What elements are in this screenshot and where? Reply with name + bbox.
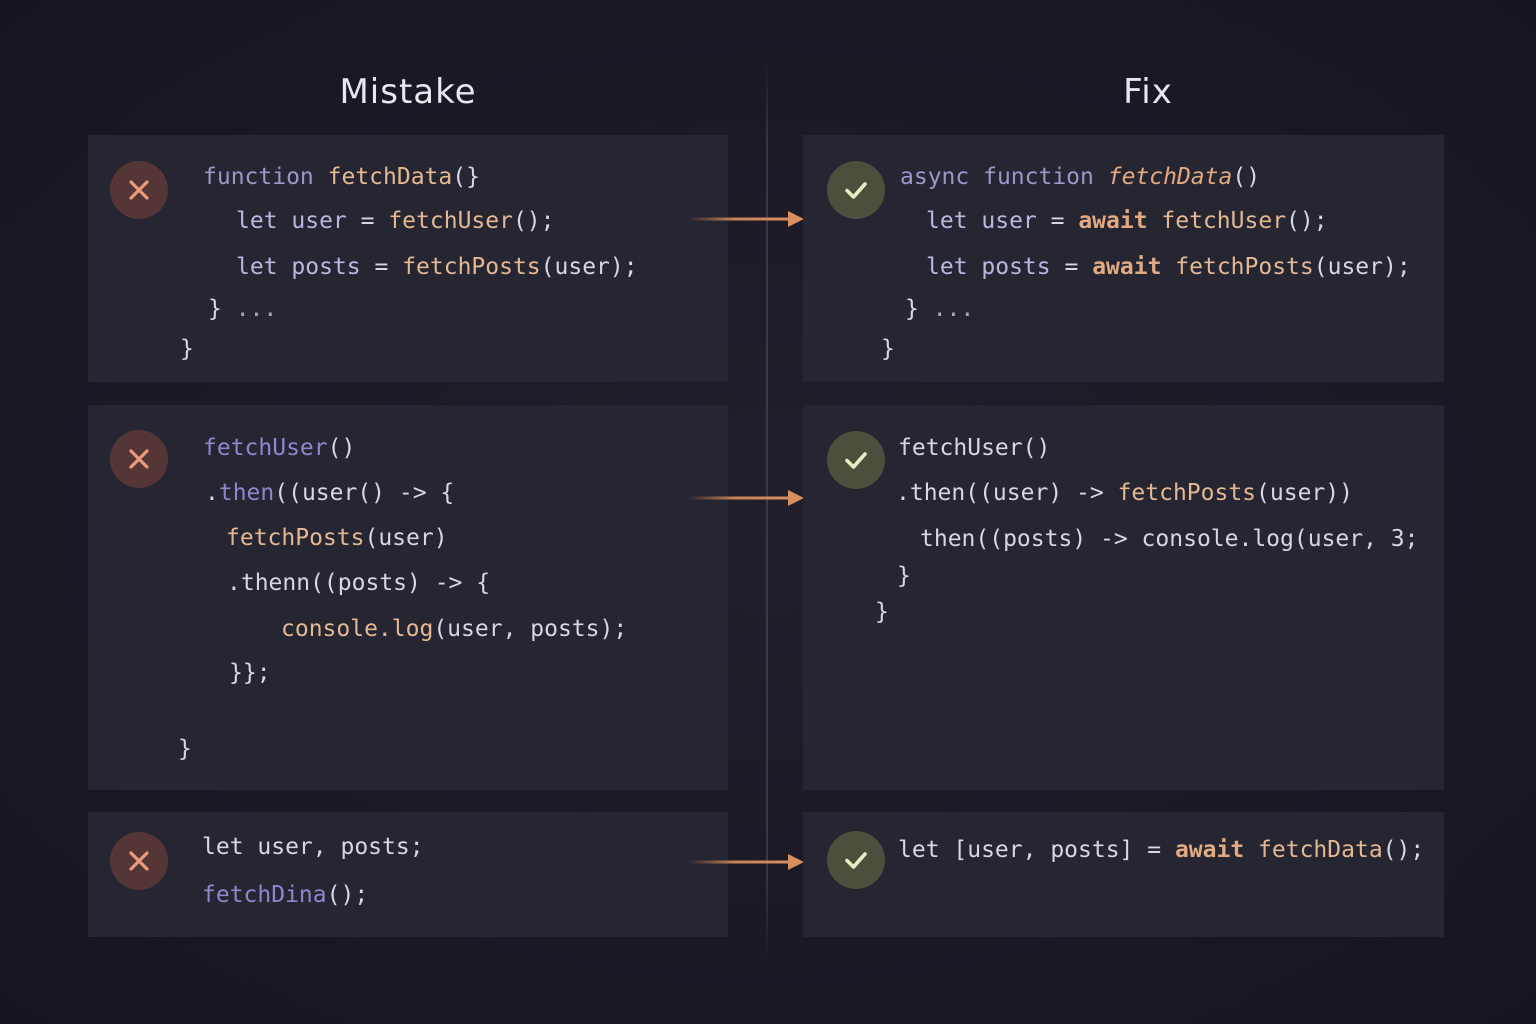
code-line: async function fetchData() bbox=[900, 164, 1261, 190]
fix-panel-3: let [user, posts] = await fetchData(); bbox=[803, 812, 1444, 937]
code-block: async function fetchData() let user = aw… bbox=[803, 135, 1444, 382]
checkmark-icon bbox=[827, 161, 885, 219]
code-line: then((posts) -> console.log(user, 3; bbox=[920, 526, 1419, 552]
code-block: let user, posts; fetchDina(); bbox=[88, 812, 728, 937]
code-block: fetchUser() .then((user() -> { fetchPost… bbox=[88, 405, 728, 790]
code-line: fetchDina(); bbox=[202, 882, 369, 908]
code-line: } bbox=[875, 599, 889, 625]
column-divider bbox=[766, 60, 768, 960]
mistake-panel-2: fetchUser() .then((user() -> { fetchPost… bbox=[88, 405, 728, 790]
code-line: } ... bbox=[208, 296, 278, 322]
code-line: let posts = fetchPosts(user); bbox=[236, 254, 638, 280]
code-line: .then((user) -> fetchPosts(user)) bbox=[896, 480, 1353, 506]
code-line: let [user, posts] = await fetchData(); bbox=[898, 837, 1425, 863]
code-line: } ... bbox=[905, 296, 975, 322]
code-line: } bbox=[180, 336, 194, 362]
arrow-right-icon bbox=[688, 209, 806, 229]
mistake-panel-3: let user, posts; fetchDina(); bbox=[88, 812, 728, 937]
code-line: } bbox=[897, 563, 911, 589]
code-line: } bbox=[178, 736, 192, 762]
code-line: fetchUser() bbox=[898, 435, 1051, 461]
x-mark-icon bbox=[110, 430, 168, 488]
code-block: fetchUser() .then((user) -> fetchPosts(u… bbox=[803, 405, 1444, 790]
fix-panel-2: fetchUser() .then((user) -> fetchPosts(u… bbox=[803, 405, 1444, 790]
arrow-right-icon bbox=[688, 488, 806, 508]
code-line: fetchPosts(user) bbox=[226, 525, 448, 551]
x-mark-icon bbox=[110, 832, 168, 890]
code-line: let posts = await fetchPosts(user); bbox=[926, 254, 1411, 280]
code-line: function fetchData(} bbox=[203, 164, 480, 190]
code-line: .then((user() -> { bbox=[205, 480, 455, 506]
code-block: let [user, posts] = await fetchData(); bbox=[803, 812, 1444, 937]
fix-panel-1: async function fetchData() let user = aw… bbox=[803, 135, 1444, 382]
arrow-right-icon bbox=[688, 852, 806, 872]
mistake-panel-1: function fetchData(} let user = fetchUse… bbox=[88, 135, 728, 382]
code-line: .thenn((posts) -> { bbox=[227, 570, 491, 596]
code-line: } bbox=[881, 336, 895, 362]
code-line: let user = await fetchUser(); bbox=[926, 208, 1328, 234]
code-line: }}; bbox=[229, 660, 271, 686]
code-block: function fetchData(} let user = fetchUse… bbox=[88, 135, 728, 382]
fix-column-title: Fix bbox=[1123, 72, 1173, 112]
code-line: fetchUser() bbox=[203, 435, 356, 461]
mistake-column-title: Mistake bbox=[339, 72, 477, 112]
code-line: let user = fetchUser(); bbox=[236, 208, 555, 234]
code-line: let user, posts; bbox=[202, 834, 424, 860]
code-line: console.log(user, posts); bbox=[281, 616, 628, 642]
x-mark-icon bbox=[110, 161, 168, 219]
checkmark-icon bbox=[827, 831, 885, 889]
checkmark-icon bbox=[827, 431, 885, 489]
